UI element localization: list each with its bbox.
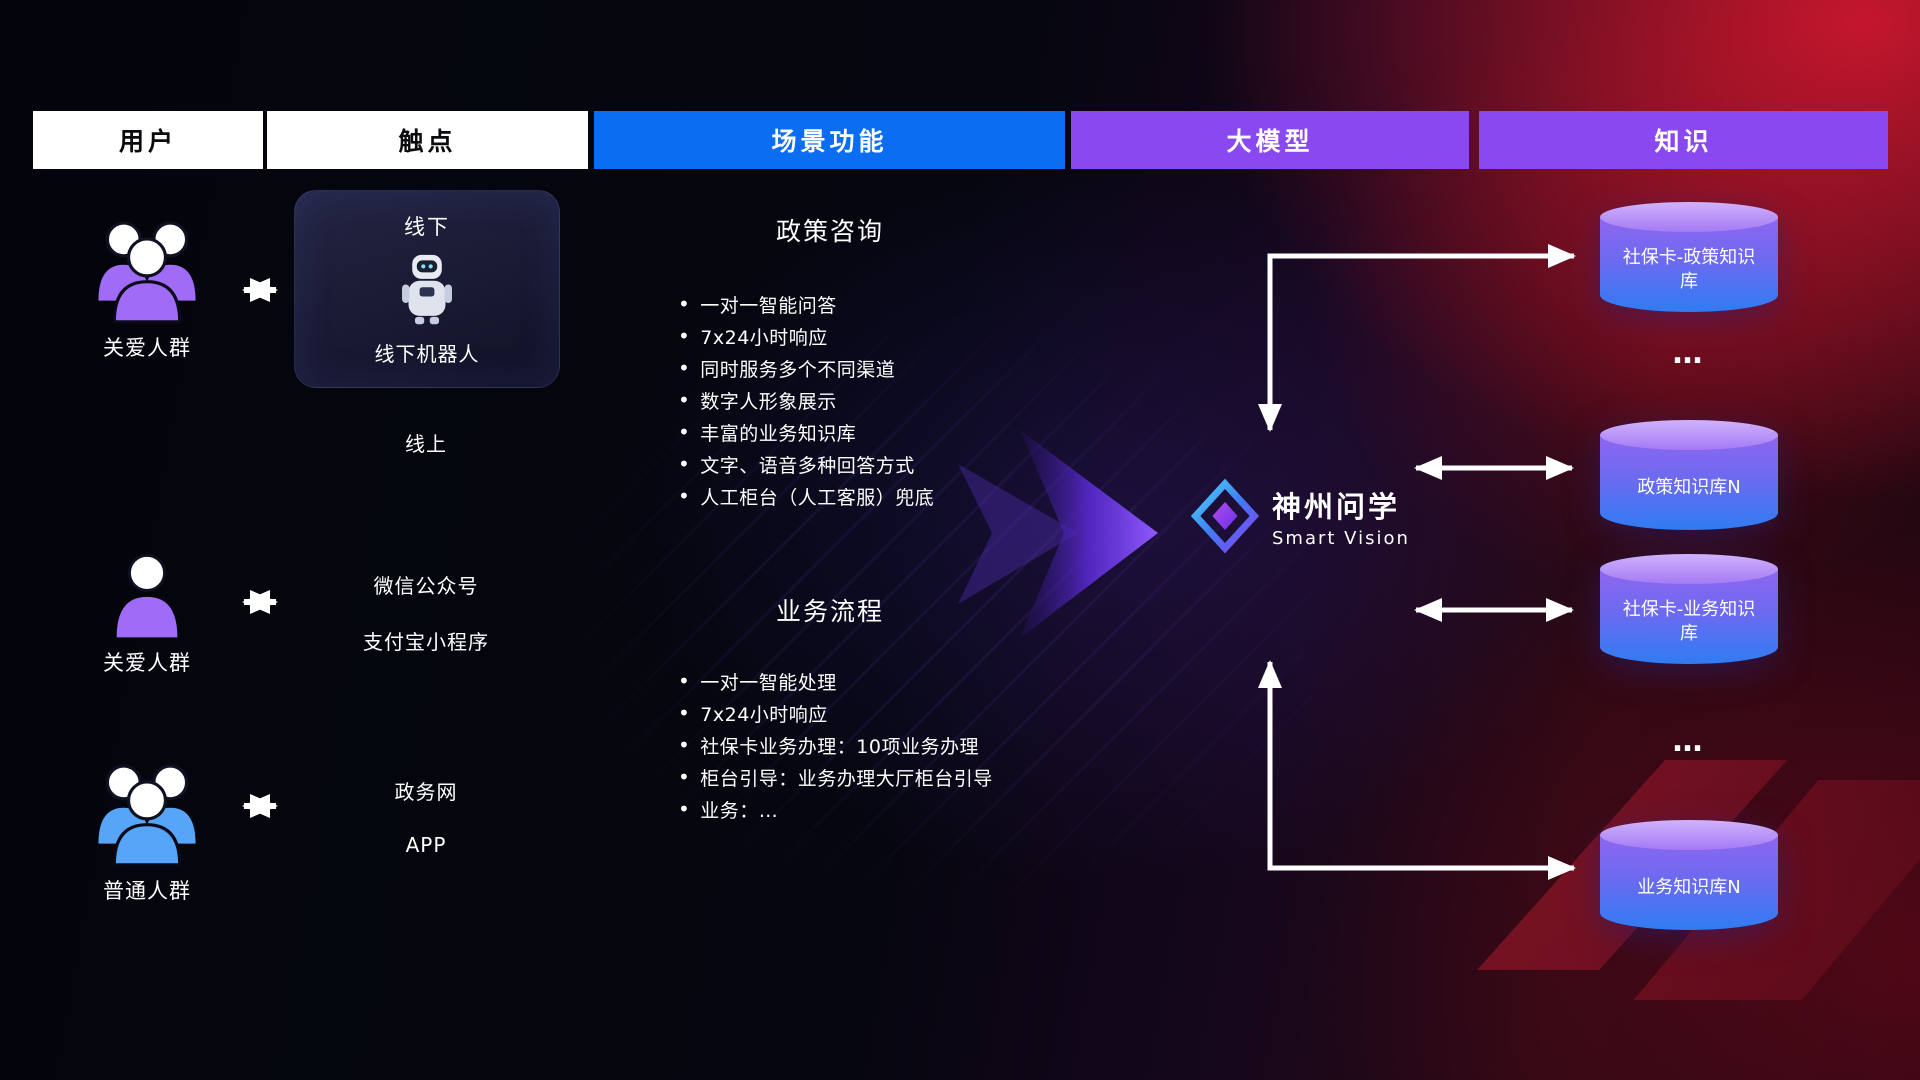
cylinder-top-face: [1600, 554, 1778, 584]
online-title: 线上: [405, 432, 447, 456]
policy-bullet-list: 一对一智能问答 7x24小时响应 同时服务多个不同渠道 数字人形象展示 丰富的业…: [678, 288, 1118, 512]
business-bullet-list: 一对一智能处理 7x24小时响应 社保卡业务办理：10项业务办理 柜台引导：业务…: [678, 665, 1118, 825]
user-label: 普通人群: [103, 879, 191, 903]
column-header-knowledge: 知识: [1479, 111, 1888, 169]
kb-cylinder-social-policy: 社保卡-政策知识库: [1600, 202, 1778, 312]
column-header-scenario: 场景功能: [594, 111, 1065, 169]
kb-ellipsis: …: [1672, 724, 1706, 759]
bullet-item: 文字、语音多种回答方式: [678, 448, 1118, 480]
people-group-icon: [98, 764, 196, 867]
cylinder-top-face: [1600, 820, 1778, 850]
kb-cylinder-policy-n: 政策知识库N: [1600, 420, 1778, 530]
user-group-ordinary: 普通人群: [64, 755, 230, 905]
kb-label: 业务知识库N: [1637, 876, 1741, 898]
column-header-model: 大模型: [1071, 111, 1469, 169]
bullet-item: 数字人形象展示: [678, 384, 1118, 416]
kb-ellipsis: …: [1672, 336, 1706, 371]
user-label: 关爱人群: [103, 651, 191, 675]
cylinder-body: 政策知识库N: [1600, 435, 1778, 530]
bullet-item: 7x24小时响应: [678, 320, 1118, 352]
scenario-title-policy: 政策咨询: [775, 217, 884, 246]
arrow-model-to-policy-kb: [1258, 244, 1576, 432]
touchpoint-alipay: 支付宝小程序: [363, 630, 489, 654]
bullet-item: 同时服务多个不同渠道: [678, 352, 1118, 384]
offline-touchpoint-card: 线下 线下机器人: [294, 190, 560, 388]
column-header-touchpoint: 触点: [267, 111, 588, 169]
bullet-item: 柜台引导：业务办理大厅柜台引导: [678, 761, 1118, 793]
kb-label: 政策知识库N: [1637, 476, 1741, 498]
scenario-title-business: 业务流程: [775, 597, 884, 626]
user-group-care-2: 关爱人群: [64, 549, 230, 677]
arrow-model-to-business-kb-n: [1258, 660, 1576, 880]
touchpoint-wechat: 微信公众号: [373, 574, 479, 598]
kb-cylinder-social-business: 社保卡-业务知识库: [1600, 554, 1778, 664]
logo-text: 神州问学 Smart Vision: [1272, 484, 1410, 549]
touchpoint-app: APP: [405, 833, 447, 857]
bullet-item: 7x24小时响应: [678, 697, 1118, 729]
bullet-item: 一对一智能问答: [678, 288, 1118, 320]
column-header-user: 用户: [33, 111, 263, 169]
smart-vision-logo-icon: [1190, 478, 1260, 554]
cylinder-body: 社保卡-政策知识库: [1600, 217, 1778, 312]
user-group-care-1: 关爱人群: [64, 212, 230, 362]
model-name: 神州问学: [1272, 489, 1401, 524]
kb-label: 社保卡-业务知识库: [1622, 599, 1756, 644]
bullet-item: 丰富的业务知识库: [678, 416, 1118, 448]
bullet-item: 社保卡业务办理：10项业务办理: [678, 729, 1118, 761]
bullet-item: 一对一智能处理: [678, 665, 1118, 697]
smart-vision-logo: 神州问学 Smart Vision: [1190, 478, 1410, 554]
kb-label: 社保卡-政策知识库: [1622, 247, 1756, 292]
bullet-item: 业务：…: [678, 793, 1118, 825]
bullet-item: 人工柜台（人工客服）兜底: [678, 480, 1118, 512]
model-subtitle: Smart Vision: [1272, 527, 1410, 549]
user-label: 关爱人群: [103, 336, 191, 360]
person-icon: [116, 554, 178, 638]
cylinder-top-face: [1600, 202, 1778, 232]
people-group-icon: [98, 221, 196, 324]
cylinder-body: 社保卡-业务知识库: [1600, 569, 1778, 664]
offline-robot-label: 线下机器人: [374, 342, 480, 367]
touchpoint-gov: 政务网: [394, 780, 458, 804]
offline-title: 线下: [404, 214, 450, 239]
robot-icon: [402, 254, 452, 324]
cylinder-top-face: [1600, 420, 1778, 450]
kb-cylinder-business-n: 业务知识库N: [1600, 820, 1778, 930]
